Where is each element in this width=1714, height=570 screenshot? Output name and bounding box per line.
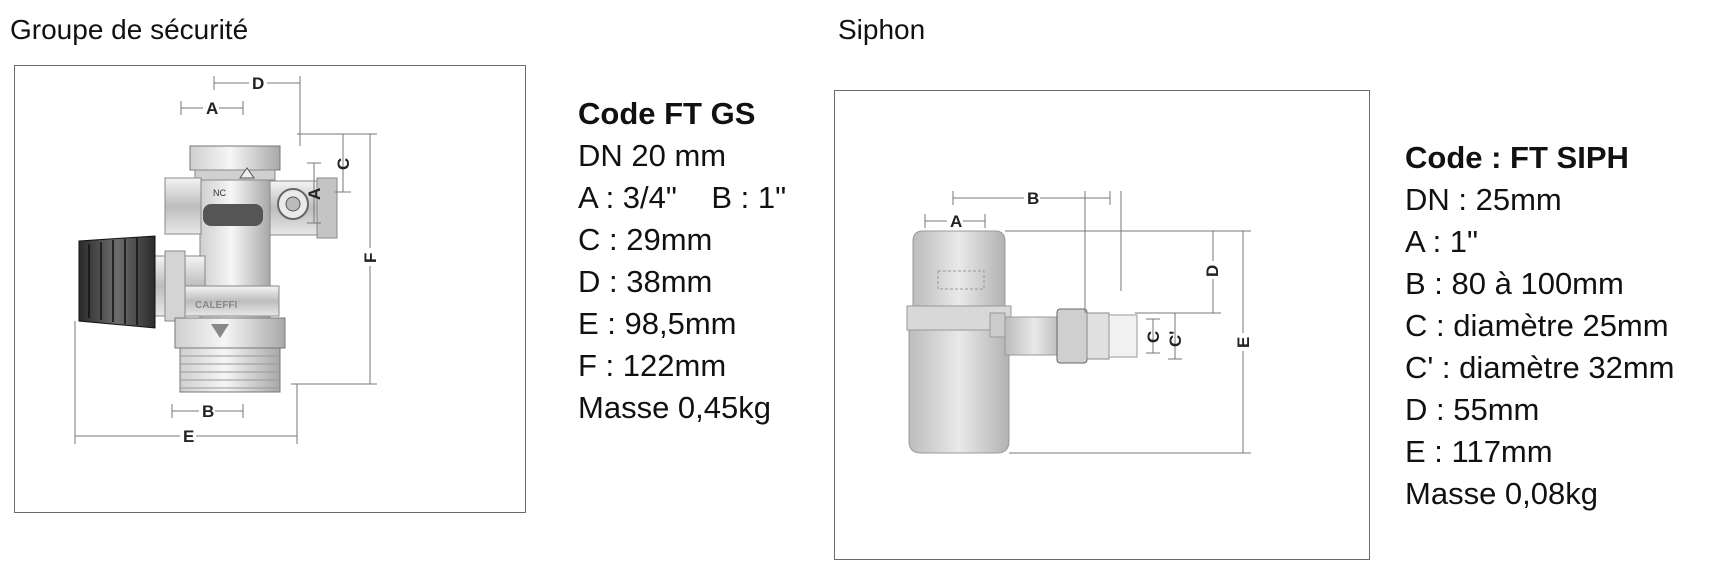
dim-label-c: C <box>334 158 353 170</box>
siphon-dimension-lines <box>924 191 1251 454</box>
spec-a-b: A : 3/4" B : 1" <box>578 180 787 215</box>
siphon-dim-label-d: D <box>1203 265 1222 277</box>
dim-label-a-right: A <box>305 188 324 200</box>
siphon-dim-label-e: E <box>1234 337 1253 348</box>
groupe-securite-specs: Code FT GS DN 20 mm A : 3/4" B : 1" C : … <box>578 93 786 429</box>
spec-f: F : 122mm <box>578 348 727 383</box>
groupe-securite-diagram-frame: NC CALEFFI <box>14 65 526 513</box>
siphon-dim-label-a: A <box>950 212 962 231</box>
groupe-securite-diagram: NC CALEFFI <box>74 74 380 446</box>
section-title-siphon: Siphon <box>838 14 926 45</box>
spec-d: D : 38mm <box>578 264 713 299</box>
siphon-dim-label-b: B <box>1027 189 1039 208</box>
siphon-spec-dn: DN : 25mm <box>1405 182 1562 217</box>
siphon-spec-b: B : 80 à 100mm <box>1405 266 1624 301</box>
siphon-dim-label-c-prime: C' <box>1166 331 1185 347</box>
valve-drawing: NC CALEFFI <box>78 145 338 393</box>
siphon-diagram: B A D E C C' <box>906 189 1253 454</box>
siphon-spec-masse: Masse 0,08kg <box>1405 476 1598 511</box>
valve-nc-label: NC <box>213 188 226 198</box>
dim-label-d: D <box>252 74 264 93</box>
siphon-drawing <box>906 230 1138 454</box>
siphon-spec-c-prime: C' : diamètre 32mm <box>1405 350 1675 385</box>
siphon-spec-code: Code : FT SIPH <box>1405 140 1629 175</box>
spec-dn: DN 20 mm <box>578 138 727 173</box>
siphon-spec-e: E : 117mm <box>1405 434 1553 469</box>
dim-label-f: F <box>361 253 380 263</box>
spec-code: Code FT GS <box>578 96 756 131</box>
siphon-spec-d: D : 55mm <box>1405 392 1540 427</box>
siphon-specs: Code : FT SIPH DN : 25mm A : 1" B : 80 à… <box>1405 137 1675 515</box>
spec-e: E : 98,5mm <box>578 306 737 341</box>
siphon-diagram-frame: B A D E C C' <box>834 90 1370 560</box>
spec-masse: Masse 0,45kg <box>578 390 771 425</box>
dim-label-e: E <box>183 427 194 446</box>
caleffi-brand-text: CALEFFI <box>195 300 237 311</box>
siphon-spec-c: C : diamètre 25mm <box>1405 308 1669 343</box>
dim-label-b: B <box>202 402 214 421</box>
siphon-spec-a: A : 1" <box>1405 224 1479 259</box>
dim-label-a-top: A <box>206 99 218 118</box>
spec-c: C : 29mm <box>578 222 713 257</box>
siphon-dim-label-c: C <box>1144 331 1163 343</box>
section-title-groupe-securite: Groupe de sécurité <box>10 14 249 45</box>
